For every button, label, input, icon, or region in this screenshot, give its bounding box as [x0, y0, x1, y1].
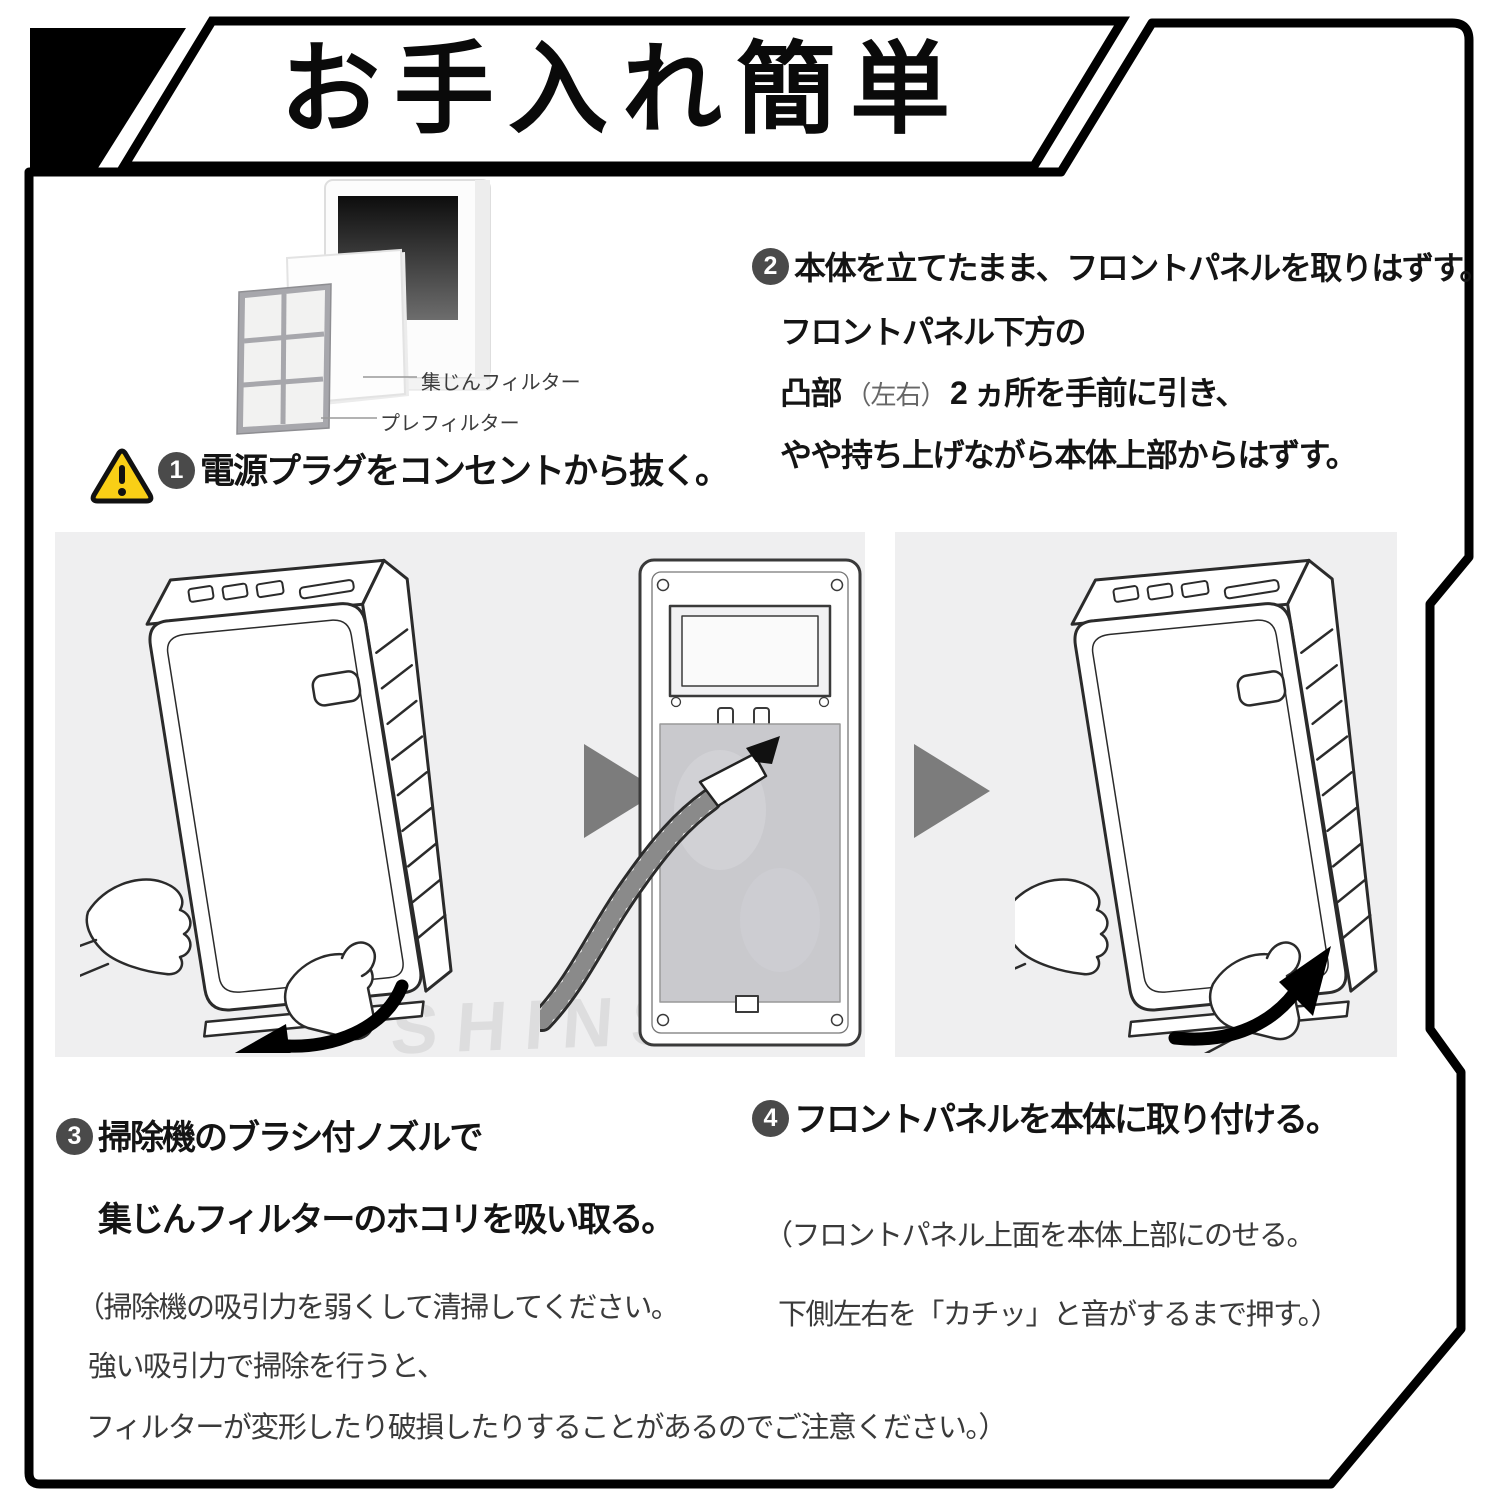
step-3-note-line1: （掃除機の吸引力を弱くして清掃してください。 — [76, 1292, 680, 1324]
step-1-number-badge: 1 — [158, 452, 195, 489]
step-4: 4 フロントパネルを本体に取り付ける。 — [752, 1100, 1340, 1140]
step-3-title-line1: 掃除機のブラシ付ノズルで — [98, 1119, 483, 1157]
step-2-title-line1: 本体を立てたまま、フロントパネルを取りはずす。 — [794, 250, 1492, 286]
step-3-note-line3: フィルターが変形したり破損したりすることがあるのでご注意ください。） — [86, 1412, 1007, 1444]
illustration-vacuum-filter — [540, 558, 862, 1047]
step-3-title-line2: 集じんフィルターのホコリを吸い取る。 — [98, 1201, 675, 1239]
step-1-title: 電源プラグをコンセントから抜く。 — [200, 452, 730, 491]
step-2-line3-light: （左右） — [845, 380, 946, 410]
right-arrow-icon — [584, 744, 660, 838]
illustration-attach-panel — [1015, 558, 1378, 1053]
page-title: お手入れ簡単 — [280, 30, 964, 148]
pre-filter-label: プレフィルター — [380, 413, 520, 435]
step-2: 2 本体を立てたまま、フロントパネルを取りはずす。 — [752, 248, 1492, 288]
step-4-note-line1: （フロントパネル上面を本体上部にのせる。 — [764, 1220, 1316, 1252]
dust-filter-label: 集じんフィルター — [421, 372, 581, 394]
step-3: 3 掃除機のブラシ付ノズルで — [56, 1118, 483, 1158]
step-2-line3-bold1: 凸部 — [780, 375, 843, 411]
step-4-title: フロントパネルを本体に取り付ける。 — [794, 1101, 1340, 1139]
illustration-remove-panel — [80, 558, 453, 1053]
step-3-note-line2: 強い吸引力で掃除を行うと、 — [88, 1351, 446, 1383]
step-2-line3: 凸部 （左右） 2 ヵ所を手前に引き、 — [780, 373, 1247, 413]
warning-triangle-icon — [90, 448, 154, 504]
right-arrow-icon — [914, 744, 990, 838]
step-2-line4: やや持ち上げながら本体上部からはずす。 — [780, 437, 1358, 473]
product-filters-photo — [236, 179, 491, 435]
step-4-note-line2: 下側左右を「カチッ」と音がするまで押す。） — [778, 1299, 1340, 1331]
step-2-number-badge: 2 — [752, 248, 789, 285]
step-3-number-badge: 3 — [56, 1118, 93, 1155]
step-2-line3-bold2: 2 ヵ所を手前に引き、 — [949, 375, 1247, 411]
step-1: 1 電源プラグをコンセントから抜く。 — [158, 452, 730, 492]
step-4-number-badge: 4 — [752, 1100, 789, 1137]
step-2-line2: フロントパネル下方の — [780, 314, 1087, 350]
